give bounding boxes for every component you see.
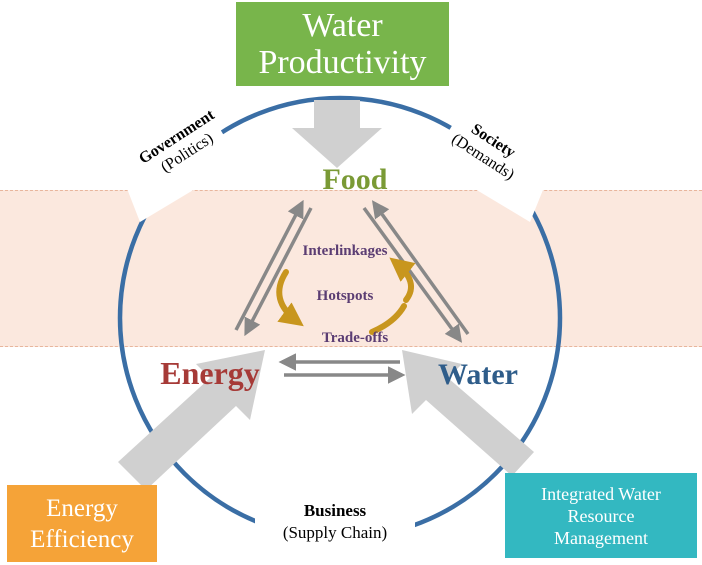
iwrm-line2: Resource xyxy=(567,505,635,526)
food-energy-link xyxy=(234,199,313,337)
government-gap xyxy=(112,96,240,222)
energy-water-link xyxy=(278,353,406,384)
water-productivity-box: Water Productivity xyxy=(236,2,449,86)
hotspots-label: Hotspots xyxy=(316,288,374,304)
energy-efficiency-box: Energy Efficiency xyxy=(7,485,157,562)
tradeoffs-label: Trade-offs xyxy=(321,330,389,346)
iwrm-line1: Integrated Water xyxy=(541,483,661,504)
iwrm-arrow xyxy=(402,350,534,476)
iwrm-line3: Management xyxy=(554,527,648,548)
energy-efficiency-line1: Energy xyxy=(46,494,118,522)
food-water-link xyxy=(362,200,470,343)
business-label: Business (Supply Chain) xyxy=(260,500,410,544)
energy-efficiency-line2: Efficiency xyxy=(30,525,134,553)
cycle-arrows xyxy=(276,257,416,335)
water-productivity-line2: Productivity xyxy=(258,44,427,81)
interlinkages-label: Interlinkages xyxy=(302,243,388,259)
nexus-band xyxy=(0,190,702,347)
water-productivity-line1: Water xyxy=(302,7,383,44)
society-gap xyxy=(430,96,560,222)
energy-efficiency-arrow xyxy=(118,350,265,490)
water-node: Water xyxy=(438,358,518,391)
business-title: Business xyxy=(303,501,367,520)
energy-node: Energy xyxy=(160,355,260,391)
business-gap xyxy=(255,500,415,562)
food-node: Food xyxy=(322,163,388,196)
business-sub: (Supply Chain) xyxy=(282,523,388,542)
water-productivity-arrow xyxy=(292,100,382,168)
iwrm-box: Integrated Water Resource Management xyxy=(505,473,697,558)
